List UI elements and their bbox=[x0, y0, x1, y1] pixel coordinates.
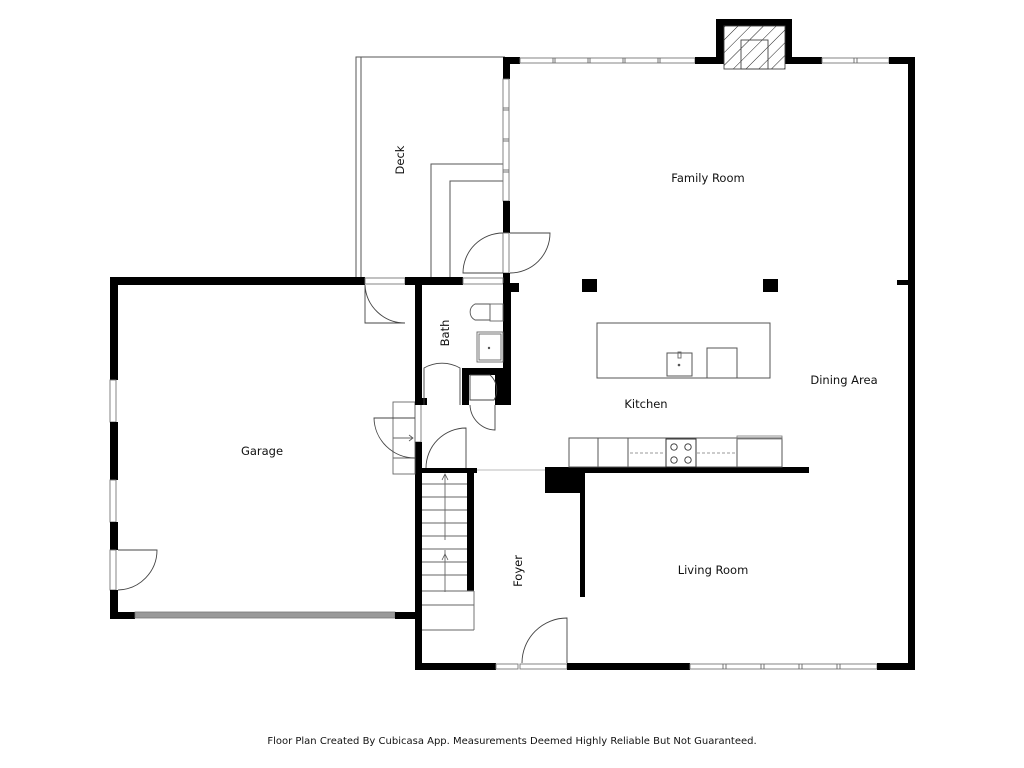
room-label-garage: Garage bbox=[241, 444, 283, 458]
room-label-family-room: Family Room bbox=[671, 171, 744, 185]
front-door[interactable] bbox=[521, 617, 568, 664]
exterior-walls bbox=[502, 19, 915, 670]
kitchen-counter bbox=[568, 435, 783, 468]
sink-icon bbox=[666, 351, 693, 377]
interior-walls bbox=[477, 467, 809, 597]
room-label-foyer: Foyer bbox=[511, 555, 525, 587]
sink-icon bbox=[476, 331, 504, 363]
kitchen-island bbox=[596, 322, 771, 379]
stairs-icon bbox=[422, 473, 475, 631]
room-label-dining-area: Dining Area bbox=[810, 373, 877, 387]
closet-door[interactable] bbox=[469, 374, 498, 401]
garage-door[interactable] bbox=[134, 611, 396, 619]
deck-door[interactable] bbox=[462, 232, 551, 274]
room-label-deck: Deck bbox=[393, 145, 407, 174]
stove-icon bbox=[665, 438, 697, 468]
bottom-wall bbox=[415, 663, 915, 670]
room-label-living-room: Living Room bbox=[678, 563, 749, 577]
column bbox=[763, 279, 778, 292]
dishwasher bbox=[706, 347, 738, 379]
garage-side-door[interactable] bbox=[117, 549, 158, 591]
hall-door[interactable] bbox=[425, 427, 467, 469]
garage-entry-door[interactable] bbox=[364, 284, 406, 324]
garage-step bbox=[373, 401, 416, 475]
column bbox=[582, 279, 597, 292]
room-label-bath: Bath bbox=[438, 320, 452, 347]
deck-outline bbox=[355, 56, 505, 281]
room-label-kitchen: Kitchen bbox=[624, 397, 667, 411]
bath-door[interactable] bbox=[423, 362, 461, 405]
toilet-icon bbox=[469, 303, 504, 322]
bath-walls bbox=[415, 283, 511, 405]
fireplace-icon bbox=[724, 26, 785, 69]
disclaimer-text: Floor Plan Created By Cubicasa App. Meas… bbox=[267, 736, 757, 747]
garage-walls bbox=[109, 277, 504, 670]
closet-door-swing[interactable] bbox=[469, 404, 496, 431]
